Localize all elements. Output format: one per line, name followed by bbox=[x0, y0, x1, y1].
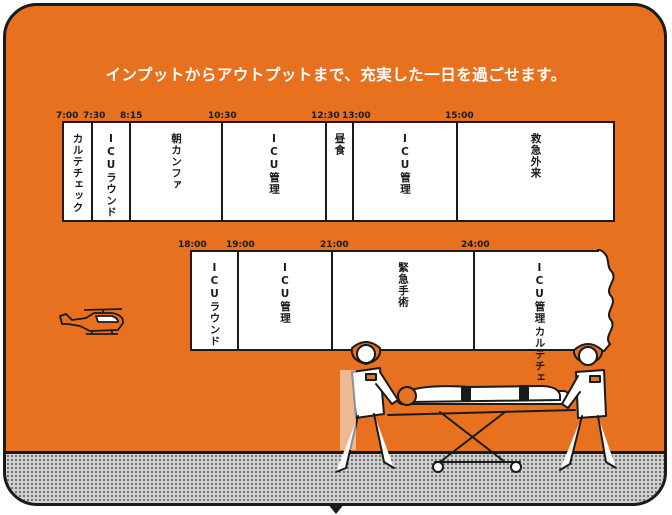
time-label: 15:00 bbox=[445, 111, 474, 121]
schedule-block-label: 昼食 bbox=[333, 133, 346, 156]
medic-right-illustration bbox=[559, 343, 617, 471]
schedule-block-label: 救急外来 bbox=[529, 133, 542, 179]
schedule-block: ICUラウンド bbox=[192, 252, 239, 349]
schedule-block-label: 緊急手術 bbox=[397, 262, 409, 308]
schedule-block-label: ICUラウンド bbox=[105, 133, 117, 218]
schedule-block: ICU管理 bbox=[239, 252, 333, 349]
schedule-row-morning: カルテチェック ICUラウンド 朝カンファ ICU管理 昼食 ICU管理 救急外… bbox=[62, 121, 615, 222]
schedule-block-label: ICU管理 bbox=[279, 262, 291, 324]
time-label: 7:00 bbox=[56, 111, 79, 121]
schedule-block: 朝カンファ bbox=[131, 123, 223, 220]
speech-bubble-pointer bbox=[327, 503, 345, 514]
schedule-block-label: ICUラウンド bbox=[208, 262, 221, 347]
time-label: 10:30 bbox=[208, 111, 237, 121]
schedule-block: ICU管理 bbox=[223, 123, 327, 220]
time-label: 21:00 bbox=[320, 240, 349, 250]
schedule-block: 緊急手術 bbox=[333, 252, 475, 349]
schedule-block-label: ICU管理 bbox=[399, 133, 411, 195]
schedule-block: カルテチェック ICU管理 bbox=[475, 252, 604, 407]
time-label: 18:00 bbox=[178, 240, 207, 250]
schedule-block: カルテチェック bbox=[64, 123, 93, 220]
schedule-block-label: ICU管理 bbox=[533, 262, 546, 324]
medic-left-illustration bbox=[335, 341, 399, 473]
schedule-block-label: 朝カンファ bbox=[170, 133, 182, 191]
time-label: 24:00 bbox=[461, 240, 490, 250]
time-label: 12:30 bbox=[311, 111, 340, 121]
schedule-block: ICUラウンド bbox=[93, 123, 131, 220]
schedule-block: 救急外来 bbox=[458, 123, 613, 220]
schedule-block-label: カルテチェック bbox=[71, 133, 84, 214]
schedule-row-night: ICUラウンド ICU管理 緊急手術 カルテチェック ICU管理 bbox=[190, 250, 604, 407]
schedule-block: ICU管理 bbox=[354, 123, 458, 220]
time-label: 8:15 bbox=[120, 111, 143, 121]
stretcher-illustration bbox=[387, 384, 576, 473]
schedule-block-label: ICU管理 bbox=[268, 133, 280, 195]
time-label: 19:00 bbox=[226, 240, 255, 250]
helicopter-icon bbox=[59, 308, 124, 335]
headline: インプットからアウトプットまで、充実した一日を過ごせます。 bbox=[105, 66, 567, 84]
time-label: 13:00 bbox=[342, 111, 371, 121]
time-label: 7:30 bbox=[83, 111, 106, 121]
floor bbox=[6, 451, 664, 503]
schedule-block: 昼食 bbox=[327, 123, 354, 220]
